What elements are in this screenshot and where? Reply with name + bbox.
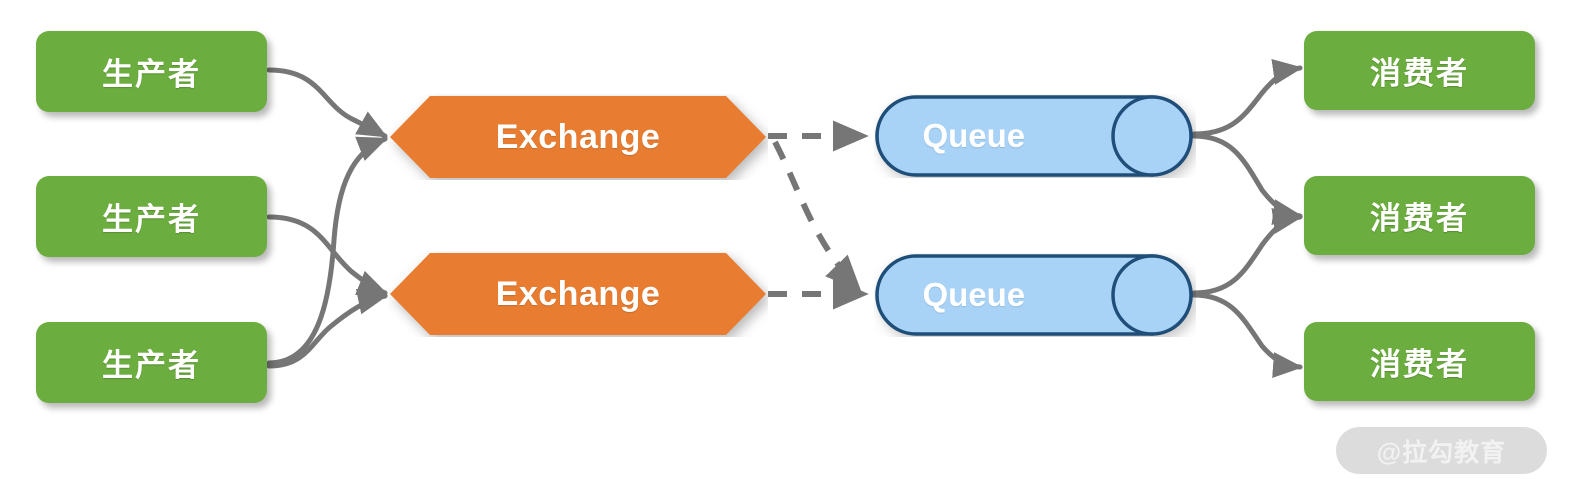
queue-label-1: Queue (922, 117, 1026, 154)
producer-node-2[interactable]: 生产者 (36, 176, 267, 257)
consumer-label-1: 消费者 (1370, 56, 1469, 91)
consumer-label-3: 消费者 (1370, 347, 1469, 382)
edge-queue2-consumer3 (1191, 292, 1303, 379)
producer-label-2: 生产者 (102, 202, 201, 237)
watermark-text: @拉勾教育 (1376, 438, 1507, 467)
watermark-badge: @拉勾教育 (1336, 427, 1547, 474)
producer-node-1[interactable]: 生产者 (36, 31, 267, 112)
edge-producer1-exchange1 (266, 67, 388, 139)
exchange-hexagon-shape-1 (390, 96, 766, 178)
edge-exchange1-queue2 (772, 140, 862, 292)
queue-node-2[interactable]: Queue (874, 253, 1196, 337)
queue-cylinder-shape-1 (875, 95, 1193, 177)
producer-node-3[interactable]: 生产者 (36, 322, 267, 403)
queue-label-2: Queue (922, 276, 1026, 313)
exchange-node-1[interactable]: Exchange (388, 94, 768, 180)
edge-producer3-exchange2 (266, 288, 388, 369)
consumer-node-3[interactable]: 消费者 (1304, 322, 1535, 401)
queue-node-1[interactable]: Queue (874, 94, 1196, 178)
exchange-label-1: Exchange (495, 117, 661, 156)
consumer-node-1[interactable]: 消费者 (1304, 31, 1535, 110)
edge-queue2-consumer2 (1191, 207, 1303, 296)
producer-label-3: 生产者 (102, 348, 201, 383)
exchange-label-2: Exchange (495, 274, 661, 313)
edge-producer2-exchange2 (266, 214, 388, 296)
exchange-hexagon-shape-2 (390, 253, 766, 335)
edge-producer3-exchange1 (266, 136, 388, 366)
producer-label-1: 生产者 (102, 57, 201, 92)
consumer-label-2: 消费者 (1370, 201, 1469, 236)
edge-queue1-consumer1 (1191, 58, 1303, 137)
edge-queue1-consumer2 (1191, 133, 1303, 226)
queue-cylinder-shape-2 (875, 254, 1193, 336)
exchange-node-2[interactable]: Exchange (388, 251, 768, 337)
consumer-node-2[interactable]: 消费者 (1304, 176, 1535, 255)
